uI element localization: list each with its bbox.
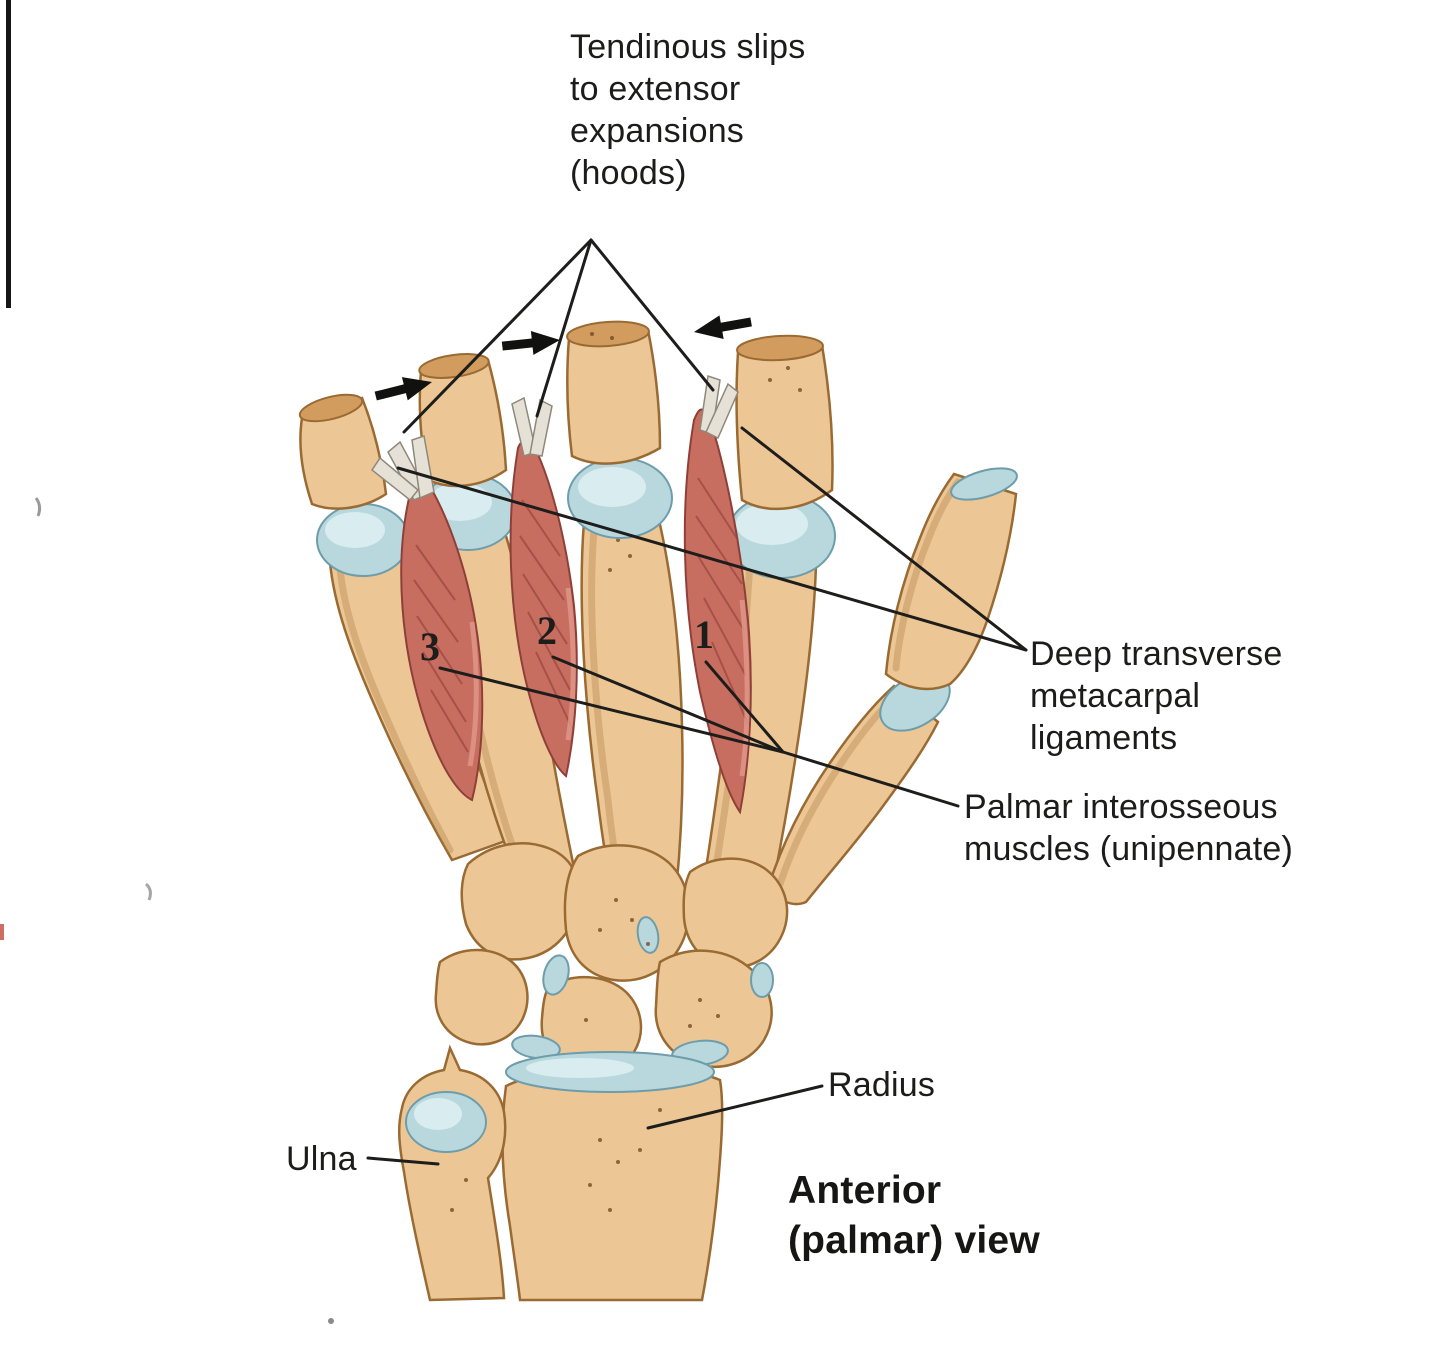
label-ulna: Ulna [286,1140,357,1178]
leader-palmar-2 [551,655,785,754]
radius-bone [501,1051,724,1302]
leader-palmar-main [781,750,960,808]
label-radius: Radius [828,1066,936,1104]
leader-tendinous-3 [589,238,715,392]
arrow-icon-middle-slip [501,330,560,355]
thumb-bones [766,467,1018,906]
muscle-number-1: 1 [694,612,714,657]
leader-lines [366,238,1028,1166]
muscle-number-2: 2 [537,608,557,653]
arrow-icon-left-slip [374,377,432,401]
arrow-icon-right-slip [694,315,752,339]
leader-palmar-1 [704,660,785,754]
leader-palmar-3 [438,666,785,754]
label-palmar-interosseous-muscles: Palmar interosseous muscles (unipennate) [964,788,1294,869]
view-caption: Anterior (palmar) view [788,1169,1040,1262]
slip-arrows [374,315,752,401]
leader-deep-transverse-1 [396,466,1028,652]
carpal-bones [434,842,789,1076]
tendinous-slips [370,375,739,502]
leader-ulna [366,1156,440,1166]
page-edge-artifacts [0,0,334,1324]
muscle-number-3: 3 [420,624,440,669]
palmar-interosseous-muscles [400,408,752,815]
leader-deep-transverse-2 [740,426,1028,652]
leader-tendinous-1 [402,238,593,434]
leader-tendinous-2 [535,238,593,418]
phalanx-stubs [298,320,834,511]
muscle-numerals: 3 2 1 [420,608,714,669]
ulna-bone [397,1044,507,1302]
label-deep-transverse-metacarpal-ligaments: Deep transverse metacarpal ligaments [1030,635,1283,758]
leader-radius [646,1084,824,1130]
label-tendinous-slips: Tendinous slips to extensor expansions (… [570,28,806,193]
